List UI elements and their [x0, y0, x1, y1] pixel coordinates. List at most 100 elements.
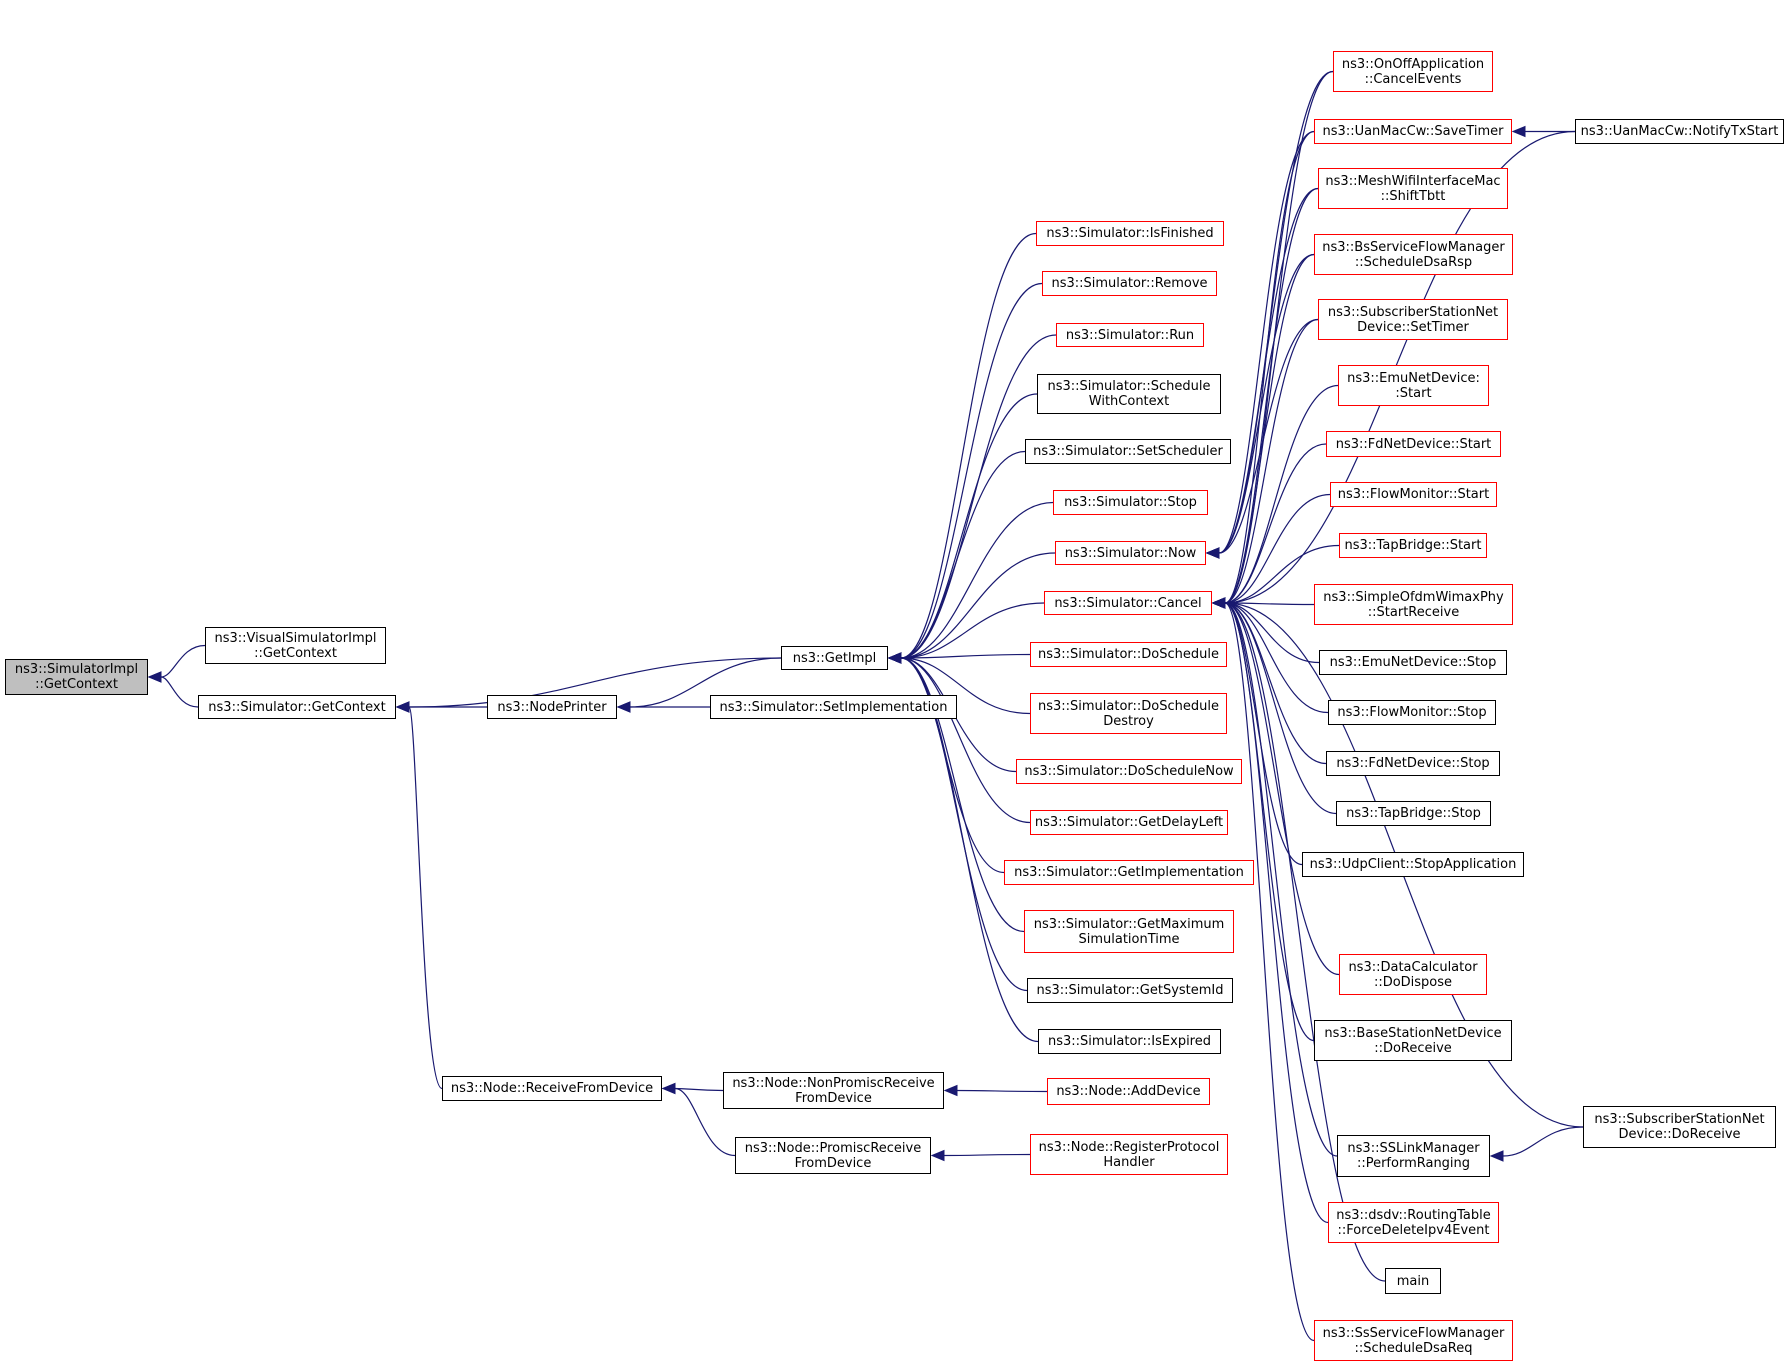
call-edge-arrowhead [1211, 597, 1226, 609]
node-meshwifiinterfacemac-shifttbtt[interactable]: ns3::MeshWifiInterfaceMac::ShiftTbtt [1318, 168, 1508, 209]
call-edge [900, 450, 1026, 659]
call-edge-arrowhead [887, 652, 902, 664]
node-uanmaccw-savetimer[interactable]: ns3::UanMacCw::SaveTimer [1314, 119, 1512, 144]
call-edge-arrowhead [1211, 597, 1226, 609]
node-basestationnetdevice-doreceive[interactable]: ns3::BaseStationNetDevice::DoReceive [1314, 1020, 1512, 1061]
call-edge [1224, 70, 1334, 604]
call-edge [900, 334, 1057, 659]
call-edge-arrowhead [395, 701, 410, 713]
node-simulator-doschedulenow[interactable]: ns3::Simulator::DoScheduleNow [1016, 759, 1242, 784]
node-fdnetdevice-start[interactable]: ns3::FdNetDevice::Start [1326, 431, 1501, 457]
node-emunetdevice-start[interactable]: ns3::EmuNetDevice::Start [1338, 365, 1489, 406]
call-edge-arrowhead [395, 701, 410, 713]
call-edge-arrowhead [1511, 125, 1526, 138]
node-simulator-getimplementation[interactable]: ns3::Simulator::GetImplementation [1004, 860, 1254, 885]
call-edge-arrowhead [1211, 597, 1226, 609]
call-edge [1224, 602, 1315, 606]
call-edge-arrowhead [1211, 597, 1226, 609]
call-edge [1224, 602, 1320, 664]
node-simulator-getdelayleft[interactable]: ns3::Simulator::GetDelayLeft [1030, 810, 1228, 835]
node-simpleofdmwimaxphy-startreceive[interactable]: ns3::SimpleOfdmWimaxPhy::StartReceive [1314, 584, 1513, 625]
call-edge-arrowhead [887, 652, 902, 664]
call-edge-arrowhead [1211, 597, 1226, 609]
node-simulator-now[interactable]: ns3::Simulator::Now [1055, 541, 1206, 565]
node-simulator-run[interactable]: ns3::Simulator::Run [1056, 323, 1204, 347]
call-edge-arrowhead [1211, 597, 1226, 609]
call-edge-arrowhead [887, 652, 902, 664]
node-uanmaccw-notifytxstart[interactable]: ns3::UanMacCw::NotifyTxStart [1575, 119, 1784, 144]
call-edge-arrowhead [887, 652, 902, 664]
node-simulator-doschedule[interactable]: ns3::Simulator::DoSchedule [1030, 642, 1227, 667]
node-flowmonitor-start[interactable]: ns3::FlowMonitor::Start [1330, 482, 1497, 507]
node-dsdv-routingtable-forcedeleteipv4event[interactable]: ns3::dsdv::RoutingTable::ForceDeleteIpv4… [1328, 1202, 1499, 1243]
call-edge-arrowhead [943, 1084, 958, 1097]
call-edge [900, 393, 1038, 659]
call-edge-arrowhead [1205, 547, 1220, 559]
node-simulator-isexpired[interactable]: ns3::Simulator::IsExpired [1038, 1029, 1221, 1054]
call-edge-arrowhead [887, 652, 902, 664]
call-edge [956, 1089, 1048, 1093]
node-main[interactable]: main [1385, 1268, 1441, 1294]
call-edge [1224, 602, 1329, 714]
node-sslinkmanager-performranging[interactable]: ns3::SSLinkManager::PerformRanging [1337, 1135, 1490, 1177]
call-edge [900, 282, 1043, 659]
node-emunetdevice-stop[interactable]: ns3::EmuNetDevice::Stop [1319, 650, 1507, 675]
call-edge-arrowhead [887, 652, 902, 664]
call-edge [1224, 318, 1319, 604]
node-fdnetdevice-stop[interactable]: ns3::FdNetDevice::Stop [1326, 751, 1500, 776]
node-simulator-cancel[interactable]: ns3::Simulator::Cancel [1044, 591, 1212, 615]
node-nodeprinter[interactable]: ns3::NodePrinter [487, 695, 617, 719]
call-edge-arrowhead [395, 701, 410, 713]
call-edge-arrowhead [887, 652, 902, 664]
node-node-receivefromdevice[interactable]: ns3::Node::ReceiveFromDevice [442, 1076, 662, 1101]
node-simulator-getcontext[interactable]: ns3::Simulator::GetContext [198, 695, 396, 719]
node-tapbridge-stop[interactable]: ns3::TapBridge::Stop [1336, 801, 1491, 826]
node-flowmonitor-stop[interactable]: ns3::FlowMonitor::Stop [1328, 700, 1496, 725]
node-datacalculator-dodispose[interactable]: ns3::DataCalculator::DoDispose [1339, 954, 1487, 995]
call-edge [1224, 130, 1315, 604]
call-edge-arrowhead [887, 652, 902, 664]
call-edge-arrowhead [1205, 547, 1220, 559]
call-edge-arrowhead [930, 1149, 945, 1162]
call-edge [1224, 187, 1319, 604]
node-ssserviceflowmanager-scheduledsareq[interactable]: ns3::SsServiceFlowManager::ScheduleDsaRe… [1314, 1320, 1513, 1361]
node-tapbridge-start[interactable]: ns3::TapBridge::Start [1339, 533, 1487, 558]
call-edge-arrowhead [1211, 597, 1226, 609]
call-edge [943, 1153, 1031, 1157]
call-edge [1218, 253, 1315, 554]
call-edge-arrowhead [887, 652, 902, 664]
call-edge-arrowhead [1211, 597, 1226, 609]
call-edge [408, 706, 443, 1090]
node-visualsimulatorimpl-getcontext[interactable]: ns3::VisualSimulatorImpl::GetContext [205, 627, 386, 664]
node-simulator-stop[interactable]: ns3::Simulator::Stop [1053, 490, 1208, 515]
node-simulator-setimplementation[interactable]: ns3::Simulator::SetImplementation [710, 695, 957, 719]
call-edge [674, 1087, 724, 1092]
node-udpclient-stopapplication[interactable]: ns3::UdpClient::StopApplication [1302, 852, 1524, 877]
node-onoffapplication-cancelevents[interactable]: ns3::OnOffApplication::CancelEvents [1333, 51, 1493, 92]
node-simulator-remove[interactable]: ns3::Simulator::Remove [1042, 271, 1217, 296]
call-edge-arrowhead [887, 652, 902, 664]
call-edge-arrowhead [887, 652, 902, 664]
call-edge-arrowhead [1211, 597, 1226, 609]
call-edge [1224, 602, 1315, 1342]
node-simulator-getsystemid[interactable]: ns3::Simulator::GetSystemId [1027, 978, 1233, 1003]
call-edge [1224, 602, 1329, 1224]
call-edge-arrowhead [1211, 597, 1226, 609]
call-edge [900, 501, 1054, 659]
node-bsserviceflowmanager-scheduledsarsp[interactable]: ns3::BsServiceFlowManager::ScheduleDsaRs… [1314, 234, 1513, 275]
node-simulator-isfinished[interactable]: ns3::Simulator::IsFinished [1036, 221, 1224, 246]
node-simulator-setscheduler[interactable]: ns3::Simulator::SetScheduler [1025, 439, 1231, 464]
call-edge-arrowhead [1211, 597, 1226, 609]
node-getimpl[interactable]: ns3::GetImpl [781, 646, 888, 670]
call-edge [1224, 443, 1327, 604]
call-edge [1224, 602, 1315, 1042]
node-node-adddevice[interactable]: ns3::Node::AddDevice [1047, 1078, 1210, 1105]
